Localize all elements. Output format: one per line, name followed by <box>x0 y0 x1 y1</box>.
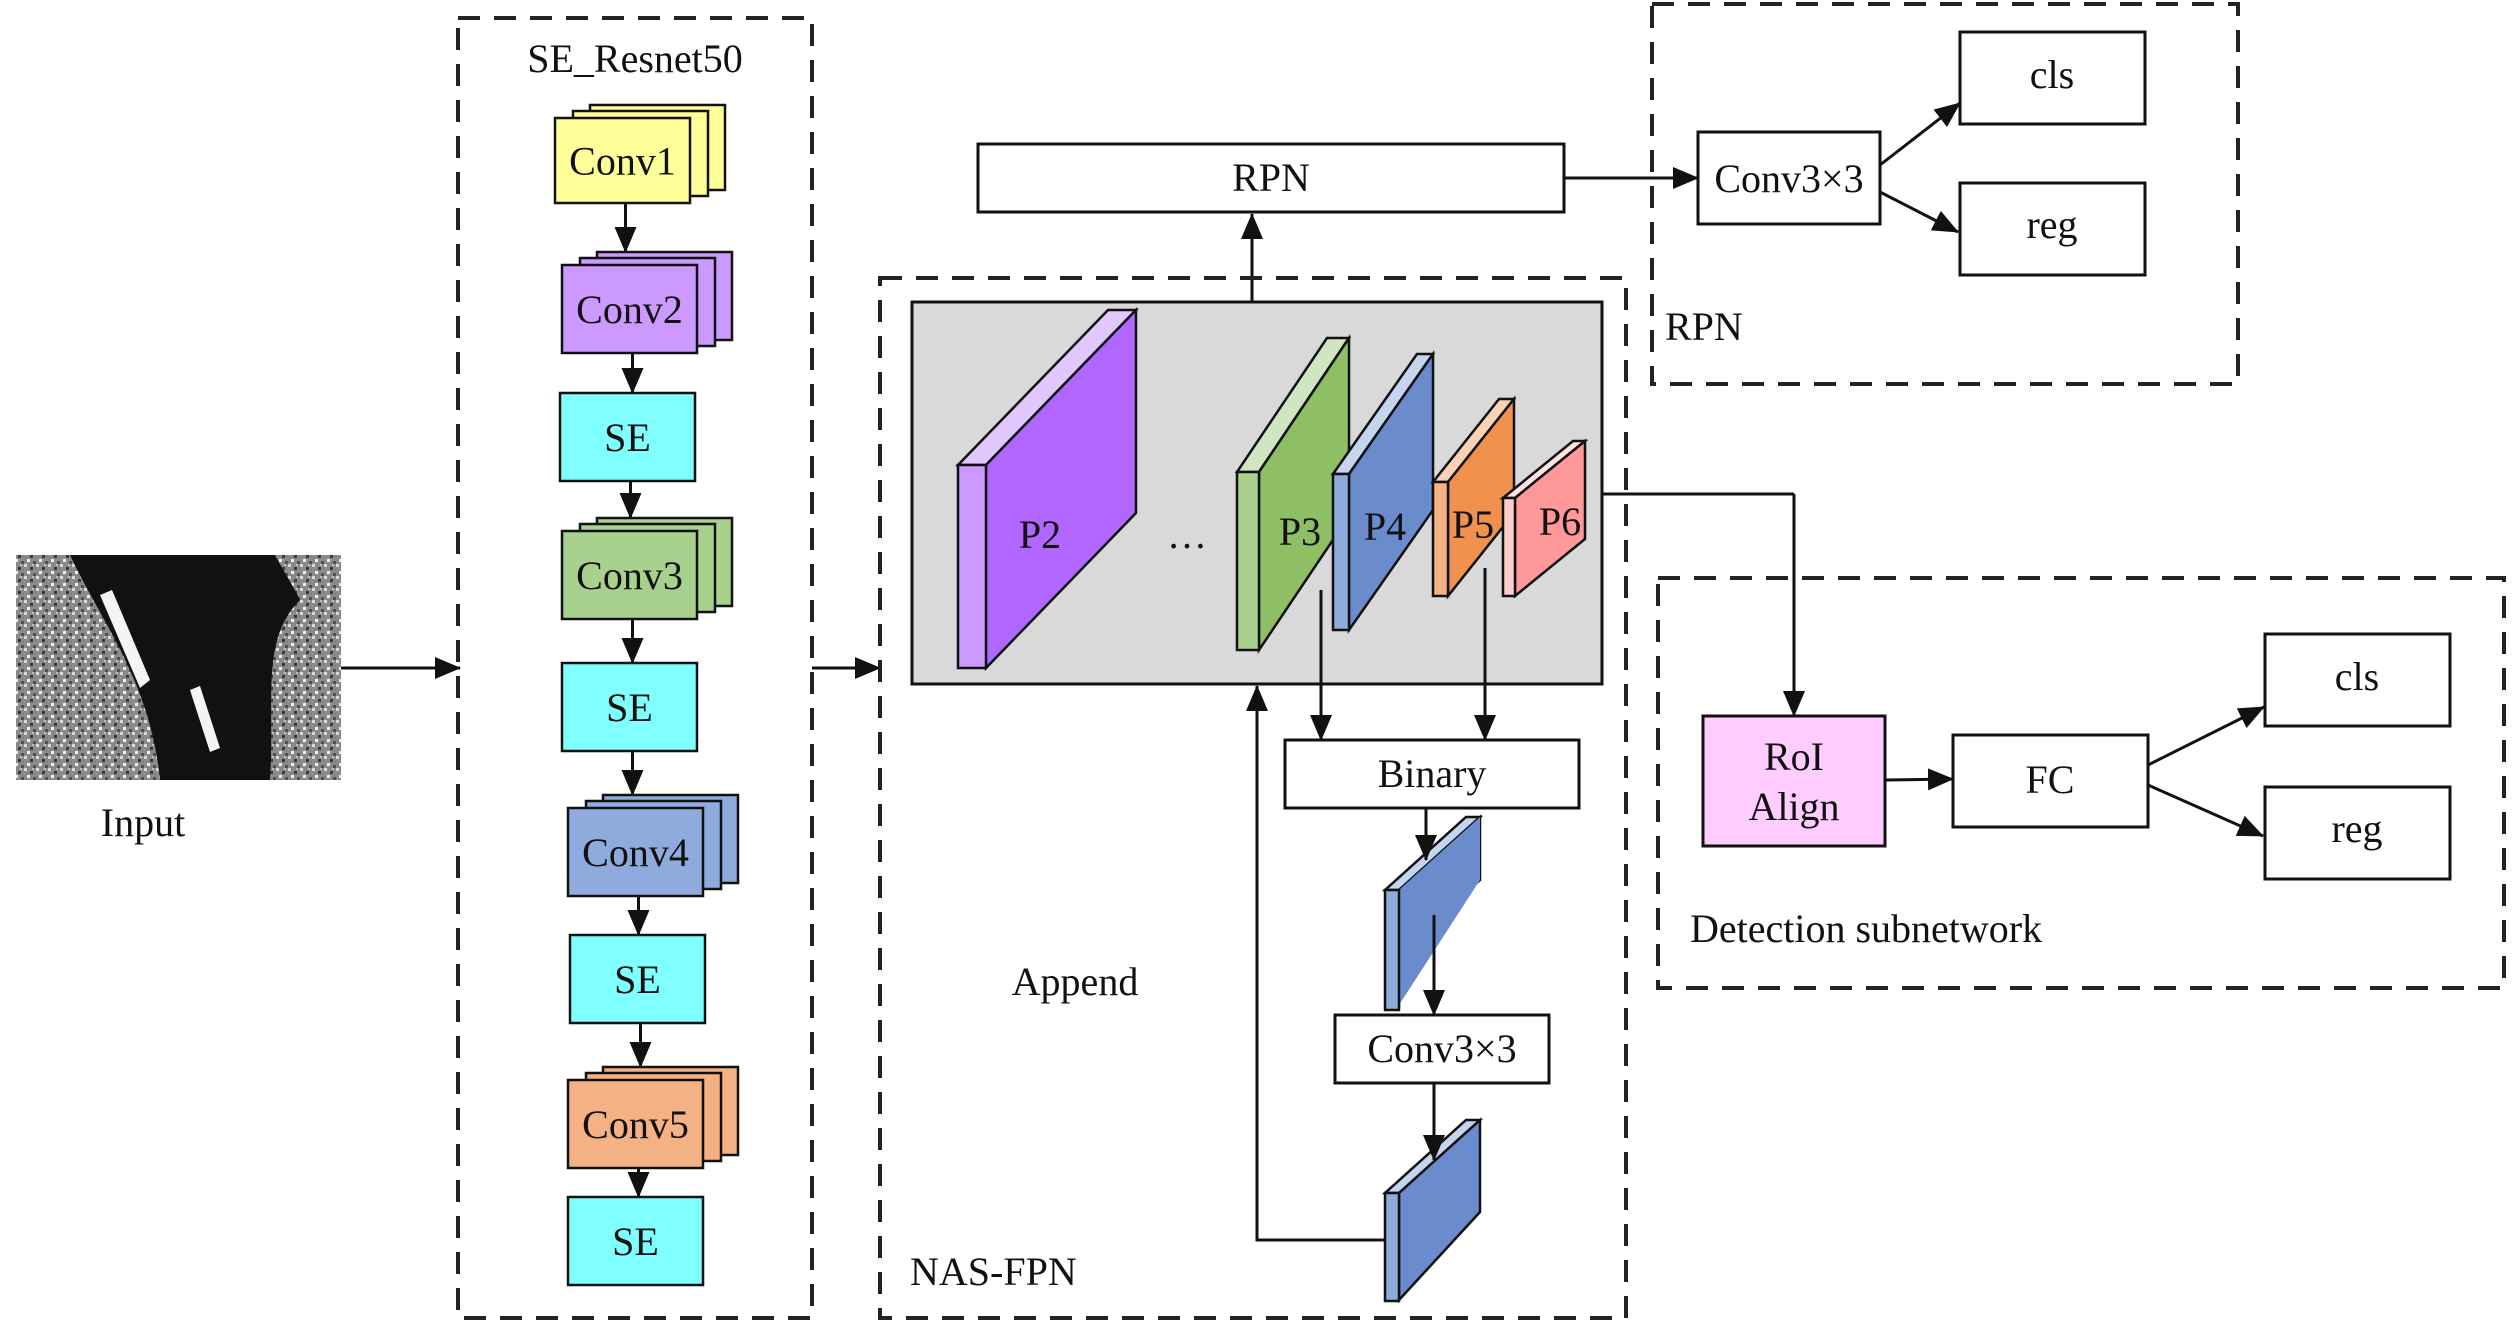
block-face <box>553 116 692 205</box>
level-label: P2 <box>1019 512 1061 557</box>
level-side-face <box>1431 480 1450 598</box>
backbone-block-conv5-7: Conv5 <box>566 1065 740 1170</box>
block-label: SE <box>614 957 661 1002</box>
block-label: Conv2 <box>576 287 683 332</box>
block-label: Conv4 <box>582 830 689 875</box>
rpn-box-label: RPN <box>1232 155 1310 200</box>
backbone-block-se-4: SE <box>560 661 699 753</box>
level-side-face <box>956 463 988 670</box>
pyramid-level-p4: P4 <box>1330 350 1436 634</box>
binary-label: Binary <box>1378 751 1487 796</box>
detection-container <box>1656 576 2506 990</box>
nasfpn-conv-box <box>1333 1013 1551 1085</box>
pyramid-level-p2: P2 <box>955 306 1139 672</box>
rpn-conv-box <box>1696 130 1882 226</box>
level-label: P6 <box>1539 499 1581 544</box>
edge-append-loop <box>1246 685 1385 1242</box>
roi-align-line2: Align <box>1748 784 1839 829</box>
fc-box <box>1951 733 2150 829</box>
block-label: Conv1 <box>569 139 676 184</box>
det-reg-label: reg <box>2331 806 2382 851</box>
block-face <box>566 1078 705 1170</box>
edge-fc-to-cls <box>2147 705 2265 767</box>
level-side-face <box>1235 470 1261 652</box>
backbone-block-se-8: SE <box>566 1195 705 1287</box>
backbone-block-se-6: SE <box>568 933 707 1025</box>
edge-roi-to-fc <box>1884 768 1954 791</box>
rpn-head-title: RPN <box>1665 304 1743 349</box>
backbone-block-conv3-3: Conv3 <box>560 516 734 621</box>
block-face <box>566 806 705 898</box>
backbone-block-conv2-1: Conv2 <box>560 250 734 355</box>
block-label: SE <box>604 415 651 460</box>
rpn-head-container <box>1650 2 2240 386</box>
block-label: SE <box>612 1219 659 1264</box>
edge-rpnconv-to-cls <box>1879 101 1961 167</box>
block-face <box>568 933 707 1025</box>
block-label: Conv3 <box>576 553 683 598</box>
nasfpn-container <box>878 276 1628 1320</box>
backbone-block-se-2: SE <box>558 391 697 483</box>
level-side-face <box>1501 496 1517 598</box>
det-cls-label: cls <box>2335 654 2379 699</box>
pyramid-level-p6: P6 <box>1499 438 1589 599</box>
level-label: P5 <box>1452 502 1494 547</box>
ship-2 <box>190 686 220 752</box>
roi-align-box <box>1701 714 1887 848</box>
backbone-block-conv1-0: Conv1 <box>553 103 727 205</box>
fc-label: FC <box>2026 757 2075 802</box>
block-label: Conv5 <box>582 1102 689 1147</box>
backbone-block-conv4-5: Conv4 <box>566 793 740 898</box>
block-face <box>560 529 699 621</box>
edge-fc-to-reg <box>2147 783 2264 838</box>
rpn-box <box>976 142 1566 214</box>
roi-align-line1: RoI <box>1764 734 1824 779</box>
edge-rpnconv-to-reg <box>1879 190 1959 234</box>
block-face <box>560 661 699 753</box>
input-label: Input <box>101 800 185 845</box>
pyramid-levels: P2 P3 P4 P5 P6 <box>955 306 1589 672</box>
backbone-title: SE_Resnet50 <box>527 36 743 81</box>
detection-title: Detection subnetwork <box>1690 906 2042 951</box>
nasfpn-conv-label: Conv3×3 <box>1367 1026 1516 1071</box>
ship-1 <box>100 590 150 688</box>
nasfpn-title: NAS-FPN <box>910 1249 1077 1294</box>
block-face <box>566 1195 705 1287</box>
rpn-reg-box <box>1958 181 2147 277</box>
binary-box <box>1283 738 1581 810</box>
det-cls-box <box>2263 632 2452 728</box>
input-image <box>16 555 341 780</box>
pyramid-ellipsis: … <box>1167 512 1207 557</box>
block-label: SE <box>606 685 653 730</box>
level-label: P4 <box>1364 504 1406 549</box>
level-side-face <box>1331 472 1351 632</box>
rpn-cls-label: cls <box>2030 52 2074 97</box>
det-reg-box <box>2263 785 2452 881</box>
rpn-reg-label: reg <box>2026 202 2077 247</box>
rpn-cls-box <box>1958 30 2147 126</box>
level-label: P3 <box>1279 509 1321 554</box>
append-label: Append <box>1012 959 1139 1004</box>
block-face <box>560 263 699 355</box>
block-face <box>558 391 697 483</box>
rpn-conv-label: Conv3×3 <box>1714 156 1863 201</box>
